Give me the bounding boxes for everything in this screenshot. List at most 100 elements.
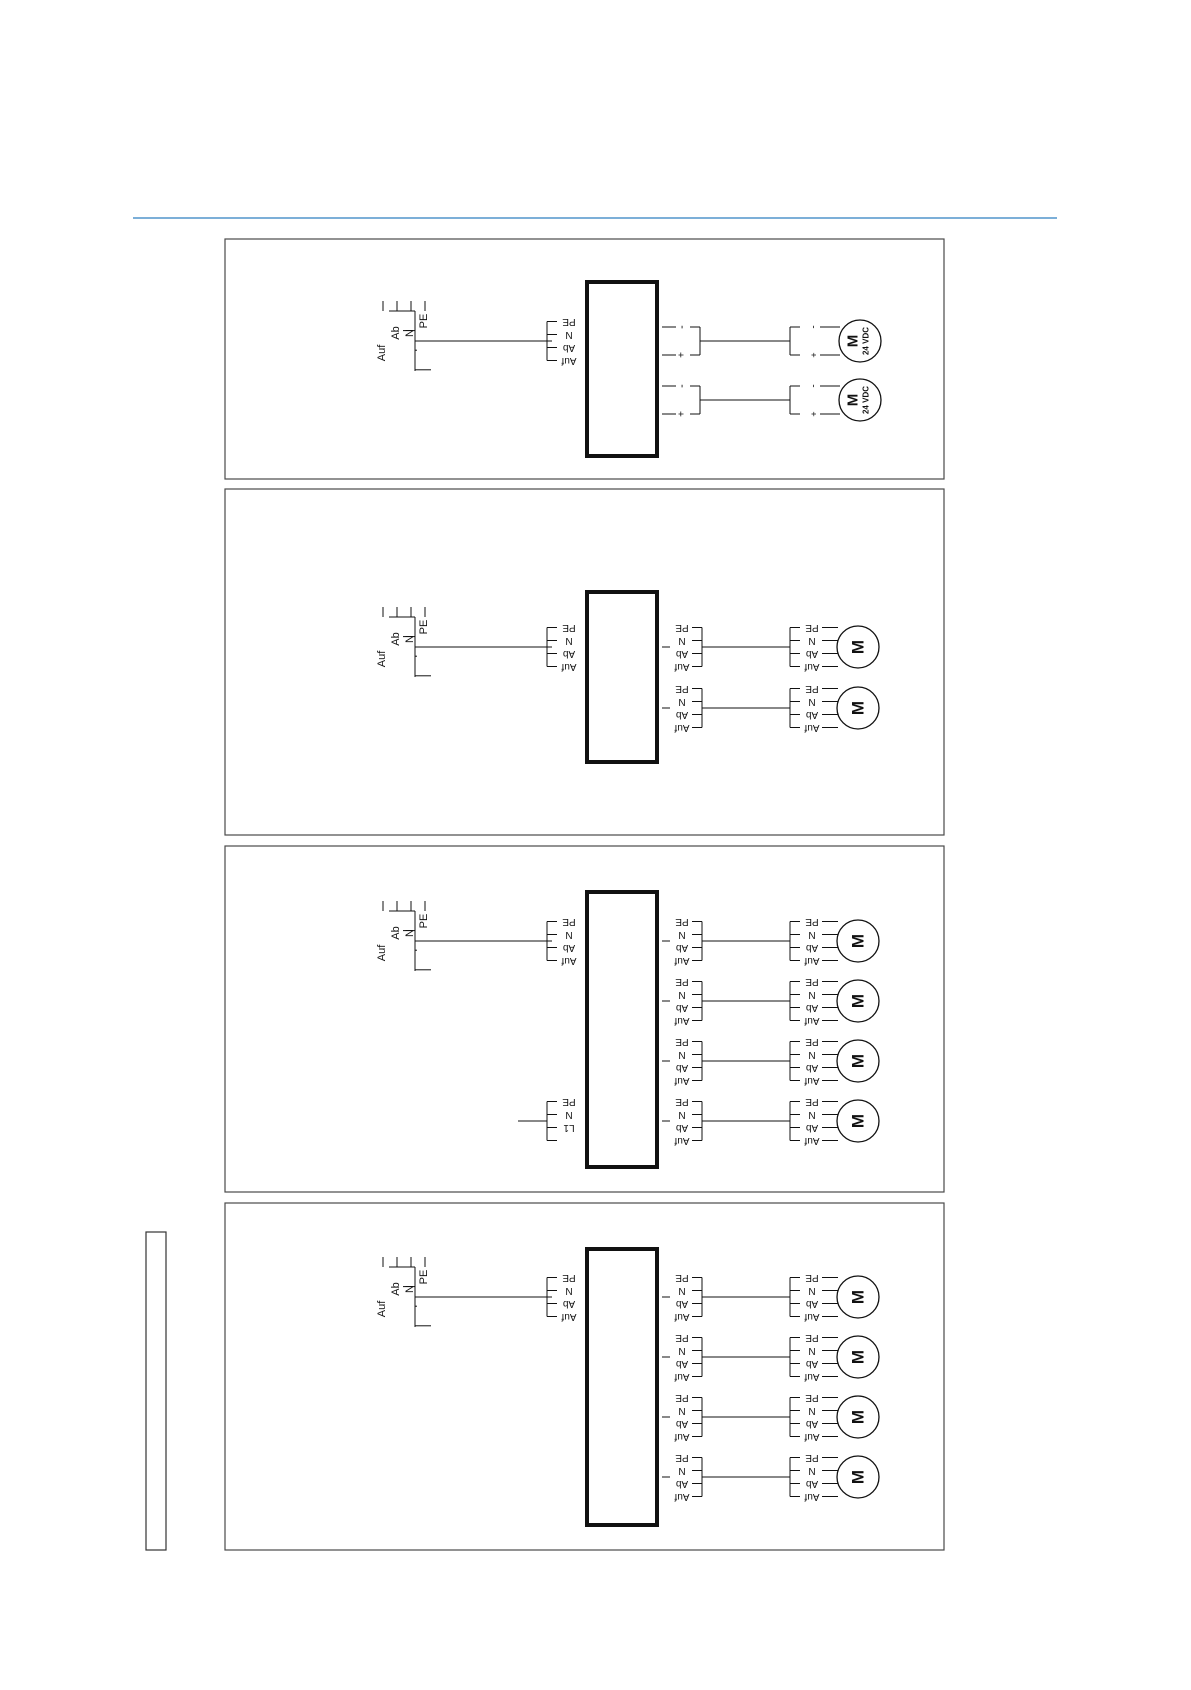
controller-output-label: Ab [675,942,688,953]
motor-terminal-label: Auf [804,1135,819,1146]
controller-input-label: N [565,329,572,340]
controller-output-label: Auf [674,1015,689,1026]
controller-output-label: Ab [675,1478,688,1489]
motor-terminal-label: Auf [804,1015,819,1026]
motor-terminal-label: Ab [805,1002,818,1013]
dc-plus-label: + [677,411,688,417]
controller-input-label: Auf [561,1311,576,1322]
motor-terminal-label: PE [805,1332,819,1343]
mains-label-n: N [404,1285,416,1293]
controller-output-label: Ab [675,1358,688,1369]
controller-box [585,1247,659,1527]
controller-output-label: N [678,1049,685,1060]
ac-motor-circle [836,1099,880,1143]
mains-label-auf: Auf [376,1300,388,1317]
motor-terminal-label: N [808,1285,815,1296]
mains-label-n: N [404,329,416,337]
mains-label-pe: PE [418,1270,430,1285]
mains-label-pe: PE [418,314,430,329]
controller-box [585,890,659,1169]
controller-output-label: PE [675,1272,689,1283]
controller-input-label: Ab [562,648,575,659]
controller-output-label: N [678,1465,685,1476]
motor-terminal-label: N [808,929,815,940]
mains-label-ab: Ab [390,326,402,339]
ac-motor-circle [836,1455,880,1499]
mains-label-ab: Ab [390,926,402,939]
controller-output-label: Ab [675,1062,688,1073]
ac-motor-circle [836,1275,880,1319]
dc-minus-label: - [676,325,688,329]
motor-terminal-label: Ab [805,648,818,659]
motor-plus-label: + [809,411,819,416]
controller-input-label: Ab [562,1298,575,1309]
controller-input-label: PE [562,316,576,327]
ac-motor-circle [836,1335,880,1379]
controller-output-label: Ab [675,1002,688,1013]
motor-terminal-label: PE [805,683,819,694]
controller-input-label: N [565,1285,572,1296]
dc-plus-label: + [677,352,688,358]
motor-terminal-label: N [808,1345,815,1356]
controller-output-label: PE [675,1392,689,1403]
motor-terminal-label: N [808,1049,815,1060]
motor-terminal-label: Auf [804,1075,819,1086]
mains-label-pe: PE [418,914,430,929]
side-label-box [145,1231,167,1551]
controller-output-label: Ab [675,1122,688,1133]
controller-output-label: Ab [675,709,688,720]
controller-output-label: PE [675,1036,689,1047]
controller-output-label: PE [675,622,689,633]
controller-output-label: Ab [675,648,688,659]
motor-voltage: 24 VDC [862,386,871,414]
motor-minus-label: - [809,325,820,328]
controller-input-label: PE [562,916,576,927]
mains-label-n: N [404,635,416,643]
motor-symbol: M [849,1410,868,1424]
motor-voltage: 24 VDC [862,327,871,355]
controller-output-label: PE [675,976,689,987]
controller-input-label: Auf [561,955,576,966]
controller-output-label: Auf [674,1135,689,1146]
motor-terminal-label: Ab [805,709,818,720]
motor-symbol: M [849,1290,868,1304]
motor-terminal-label: PE [805,1392,819,1403]
motor-terminal-label: N [808,1109,815,1120]
mains-label-ab: Ab [390,1282,402,1295]
controller-output-label: Ab [675,1418,688,1429]
controller-output-label: N [678,1109,685,1120]
motor-symbol: M [849,640,868,654]
panel-frame-3 [224,845,945,1193]
controller-output-label: Auf [674,1311,689,1322]
controller-output-label: PE [675,916,689,927]
dc-minus-label: - [676,384,688,388]
motor-symbol: M [849,1054,868,1068]
controller-output-label: N [678,1405,685,1416]
mains-label-ab: Ab [390,632,402,645]
motor-terminal-label: Auf [804,722,819,733]
motor-terminal-label: Auf [804,661,819,672]
motor-terminal-label: N [808,1405,815,1416]
